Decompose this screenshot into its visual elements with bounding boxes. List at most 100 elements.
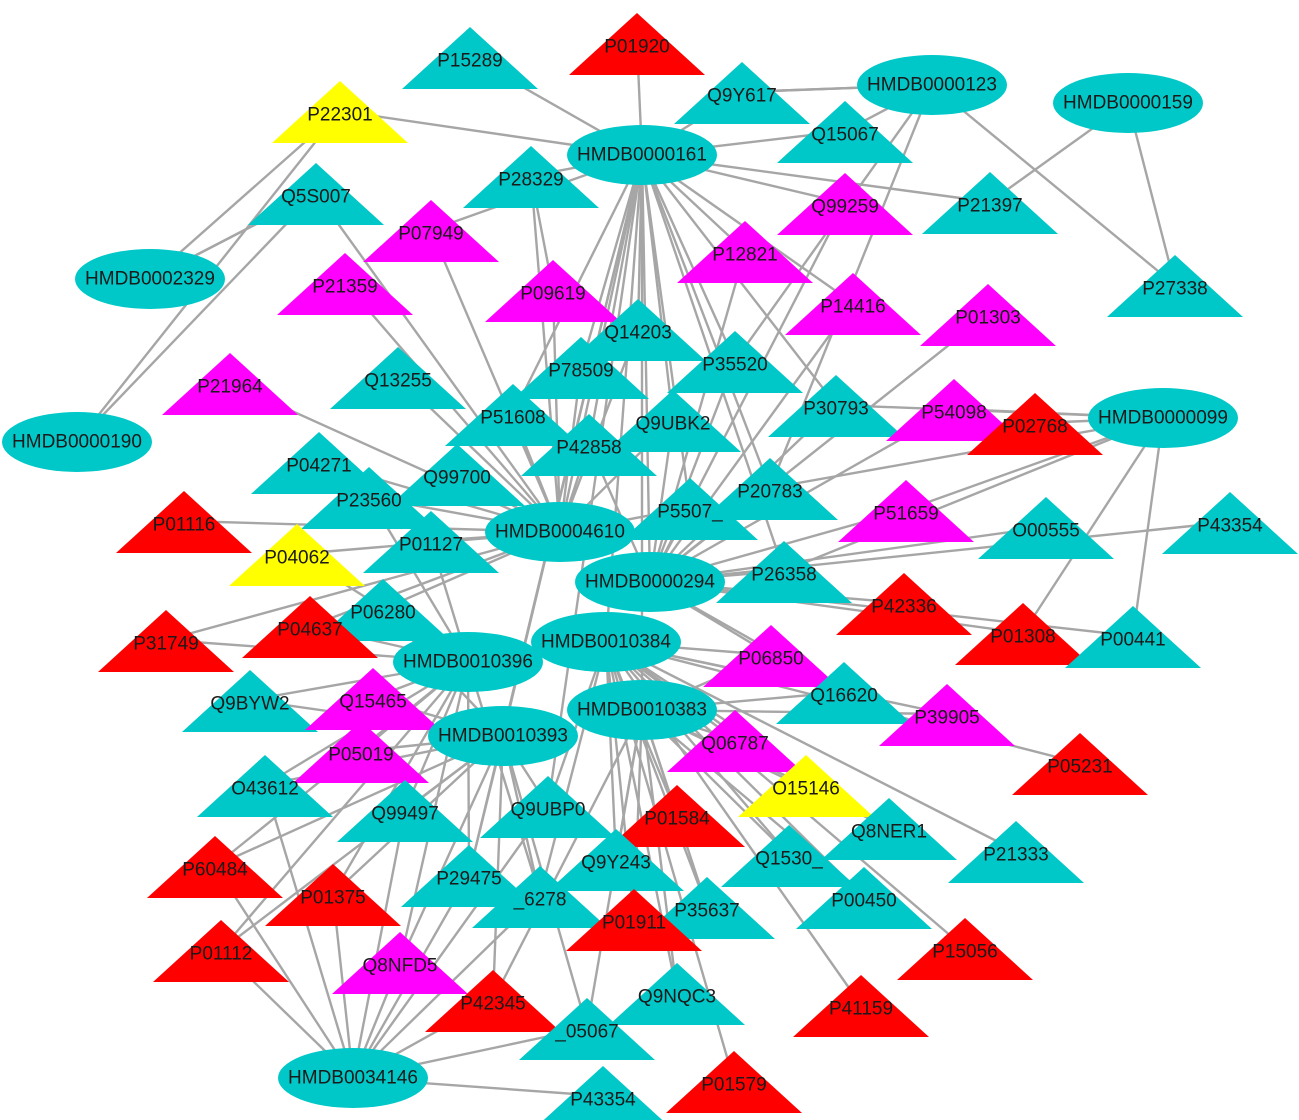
target-node-O00555[interactable]: O00555 bbox=[978, 497, 1114, 559]
target-node-Q16620[interactable]: Q16620 bbox=[776, 662, 912, 724]
target-node-P55072[interactable]: P5507_ bbox=[622, 478, 758, 540]
node-label: Q14203 bbox=[604, 323, 672, 344]
target-node-P04637[interactable]: P04637 bbox=[242, 596, 378, 658]
metabolite-node-m294[interactable]: HMDB0000294 bbox=[575, 552, 725, 612]
target-node-O15146[interactable]: O15146 bbox=[738, 755, 874, 817]
target-node-P41159[interactable]: P41159 bbox=[793, 975, 929, 1037]
target-node-P06280[interactable]: P06280 bbox=[315, 579, 451, 641]
target-node-Q9Y617[interactable]: Q9Y617 bbox=[674, 62, 810, 124]
metabolite-node-m10396[interactable]: HMDB0010396 bbox=[393, 632, 543, 692]
triangle-shape bbox=[305, 668, 441, 730]
target-node-P01127[interactable]: P01127 bbox=[363, 511, 499, 573]
target-node-P51659[interactable]: P51659 bbox=[838, 480, 974, 542]
target-node-P31749[interactable]: P31749 bbox=[98, 610, 234, 672]
target-node-P01584[interactable]: P01584 bbox=[609, 785, 745, 847]
target-node-P21359[interactable]: P21359 bbox=[277, 253, 413, 315]
metabolite-node-m2329[interactable]: HMDB0002329 bbox=[75, 249, 225, 309]
target-node-P01308[interactable]: P01308 bbox=[955, 603, 1091, 665]
target-node-P01116[interactable]: P01116 bbox=[116, 491, 252, 553]
target-node-P00441[interactable]: P00441 bbox=[1065, 606, 1201, 668]
triangle-shape bbox=[363, 200, 499, 262]
target-node-P27338[interactable]: P27338 bbox=[1107, 255, 1243, 317]
target-node-Q15067[interactable]: Q15067 bbox=[777, 101, 913, 163]
target-node-P12821[interactable]: P12821 bbox=[677, 221, 813, 283]
metabolite-node-m159[interactable]: HMDB0000159 bbox=[1053, 73, 1203, 133]
target-node-P21397[interactable]: P21397 bbox=[922, 172, 1058, 234]
target-node-Q9UBK2[interactable]: Q9UBK2 bbox=[605, 390, 741, 452]
target-node-P04271[interactable]: P04271 bbox=[251, 432, 387, 494]
target-node-P05231[interactable]: P05231 bbox=[1012, 733, 1148, 795]
target-node-P51608[interactable]: P51608 bbox=[445, 384, 581, 446]
target-node-Q13255[interactable]: Q13255 bbox=[330, 347, 466, 409]
metabolite-node-m10393[interactable]: HMDB0010393 bbox=[428, 706, 578, 766]
target-node-P07949[interactable]: P07949 bbox=[363, 200, 499, 262]
target-node-P23560[interactable]: P23560 bbox=[301, 467, 437, 529]
target-node-P35520[interactable]: P35520 bbox=[667, 331, 803, 393]
target-node-P04062[interactable]: P04062 bbox=[229, 524, 365, 586]
target-node-Q9NQC3[interactable]: Q9NQC3 bbox=[609, 963, 745, 1025]
target-node-Q99700[interactable]: Q99700 bbox=[389, 444, 525, 506]
target-node-P43354a[interactable]: P43354 bbox=[1162, 492, 1298, 554]
target-node-P05019[interactable]: P05019 bbox=[293, 721, 429, 783]
target-node-Q14203[interactable]: Q14203 bbox=[570, 299, 706, 361]
target-node-P01911[interactable]: P01911 bbox=[566, 889, 702, 951]
target-node-P01112[interactable]: P01112 bbox=[153, 920, 289, 982]
metabolite-node-m161[interactable]: HMDB0000161 bbox=[567, 125, 717, 185]
target-node-Q15465[interactable]: Q15465 bbox=[305, 668, 441, 730]
target-node-P22301[interactable]: P22301 bbox=[272, 81, 408, 143]
target-node-P20783[interactable]: P20783 bbox=[702, 458, 838, 520]
target-node-P01375[interactable]: P01375 bbox=[265, 864, 401, 926]
target-node-P29475[interactable]: P29475 bbox=[401, 845, 537, 907]
target-node-Q15303[interactable]: Q1530_ bbox=[721, 825, 857, 887]
metabolite-node-m123[interactable]: HMDB0000123 bbox=[857, 55, 1007, 115]
triangle-shape bbox=[978, 497, 1114, 559]
target-node-P15289[interactable]: P15289 bbox=[402, 27, 538, 89]
target-node-P06850[interactable]: P06850 bbox=[703, 625, 839, 687]
target-node-O43612[interactable]: O43612 bbox=[197, 755, 333, 817]
target-node-P54098[interactable]: P54098 bbox=[886, 379, 1022, 441]
metabolite-node-m99[interactable]: HMDB0000099 bbox=[1088, 388, 1238, 448]
target-node-Q06787[interactable]: Q06787 bbox=[667, 710, 803, 772]
target-node-Q99259[interactable]: Q99259 bbox=[777, 173, 913, 235]
target-node-Q9BYW2[interactable]: Q9BYW2 bbox=[182, 670, 318, 732]
target-node-P30793[interactable]: P30793 bbox=[768, 375, 904, 437]
target-node-P42336[interactable]: P42336 bbox=[836, 573, 972, 635]
edge-m4610-P07949 bbox=[429, 229, 562, 533]
target-node-P21964[interactable]: P21964 bbox=[162, 353, 298, 415]
metabolite-node-m190[interactable]: HMDB0000190 bbox=[2, 412, 152, 472]
node-label: P01375 bbox=[300, 888, 366, 909]
target-node-P01303[interactable]: P01303 bbox=[920, 284, 1056, 346]
target-node-P42858[interactable]: P42858 bbox=[521, 414, 657, 476]
target-node-P01920[interactable]: P01920 bbox=[569, 13, 705, 75]
target-node-Q9UBP0[interactable]: Q9UBP0 bbox=[480, 776, 616, 838]
target-node-P28329[interactable]: P28329 bbox=[463, 146, 599, 208]
target-node-P14416[interactable]: P14416 bbox=[785, 273, 921, 335]
target-node-P16278[interactable]: _6278 bbox=[472, 866, 608, 928]
edge-m10393-P01112 bbox=[220, 735, 504, 951]
target-node-Q8NFD5[interactable]: Q8NFD5 bbox=[332, 932, 468, 994]
target-node-P02768[interactable]: P02768 bbox=[967, 393, 1103, 455]
target-node-P42345[interactable]: P42345 bbox=[425, 970, 561, 1032]
metabolite-node-m10383[interactable]: HMDB0010383 bbox=[567, 680, 717, 740]
metabolite-node-m34146[interactable]: HMDB0034146 bbox=[278, 1048, 428, 1108]
target-node-P21333[interactable]: P21333 bbox=[948, 821, 1084, 883]
target-node-Q8NER1[interactable]: Q8NER1 bbox=[821, 798, 957, 860]
ellipse-shape bbox=[567, 680, 717, 740]
metabolite-node-m4610[interactable]: HMDB0004610 bbox=[485, 502, 635, 562]
target-node-Q99497[interactable]: Q99497 bbox=[337, 780, 473, 842]
target-node-P01579[interactable]: P01579 bbox=[666, 1051, 802, 1113]
target-node-P43354b[interactable]: P43354 bbox=[535, 1066, 671, 1120]
target-node-P15056[interactable]: P15056 bbox=[897, 918, 1033, 980]
target-node-P05067[interactable]: _05067 bbox=[519, 998, 655, 1060]
target-node-P35637[interactable]: P35637 bbox=[639, 877, 775, 939]
target-node-P09619[interactable]: P09619 bbox=[485, 260, 621, 322]
target-node-Q5S007[interactable]: Q5S007 bbox=[248, 163, 384, 225]
target-node-P26358[interactable]: P26358 bbox=[716, 541, 852, 603]
target-node-P39905[interactable]: P39905 bbox=[879, 684, 1015, 746]
node-label: HMDB0000159 bbox=[1063, 93, 1193, 114]
target-node-P00450[interactable]: P00450 bbox=[796, 867, 932, 929]
target-node-P60484[interactable]: P60484 bbox=[147, 836, 283, 898]
target-node-Q9Y243[interactable]: Q9Y243 bbox=[548, 829, 684, 891]
metabolite-node-m10384[interactable]: HMDB0010384 bbox=[531, 612, 681, 672]
target-node-P78509[interactable]: P78509 bbox=[513, 337, 649, 399]
